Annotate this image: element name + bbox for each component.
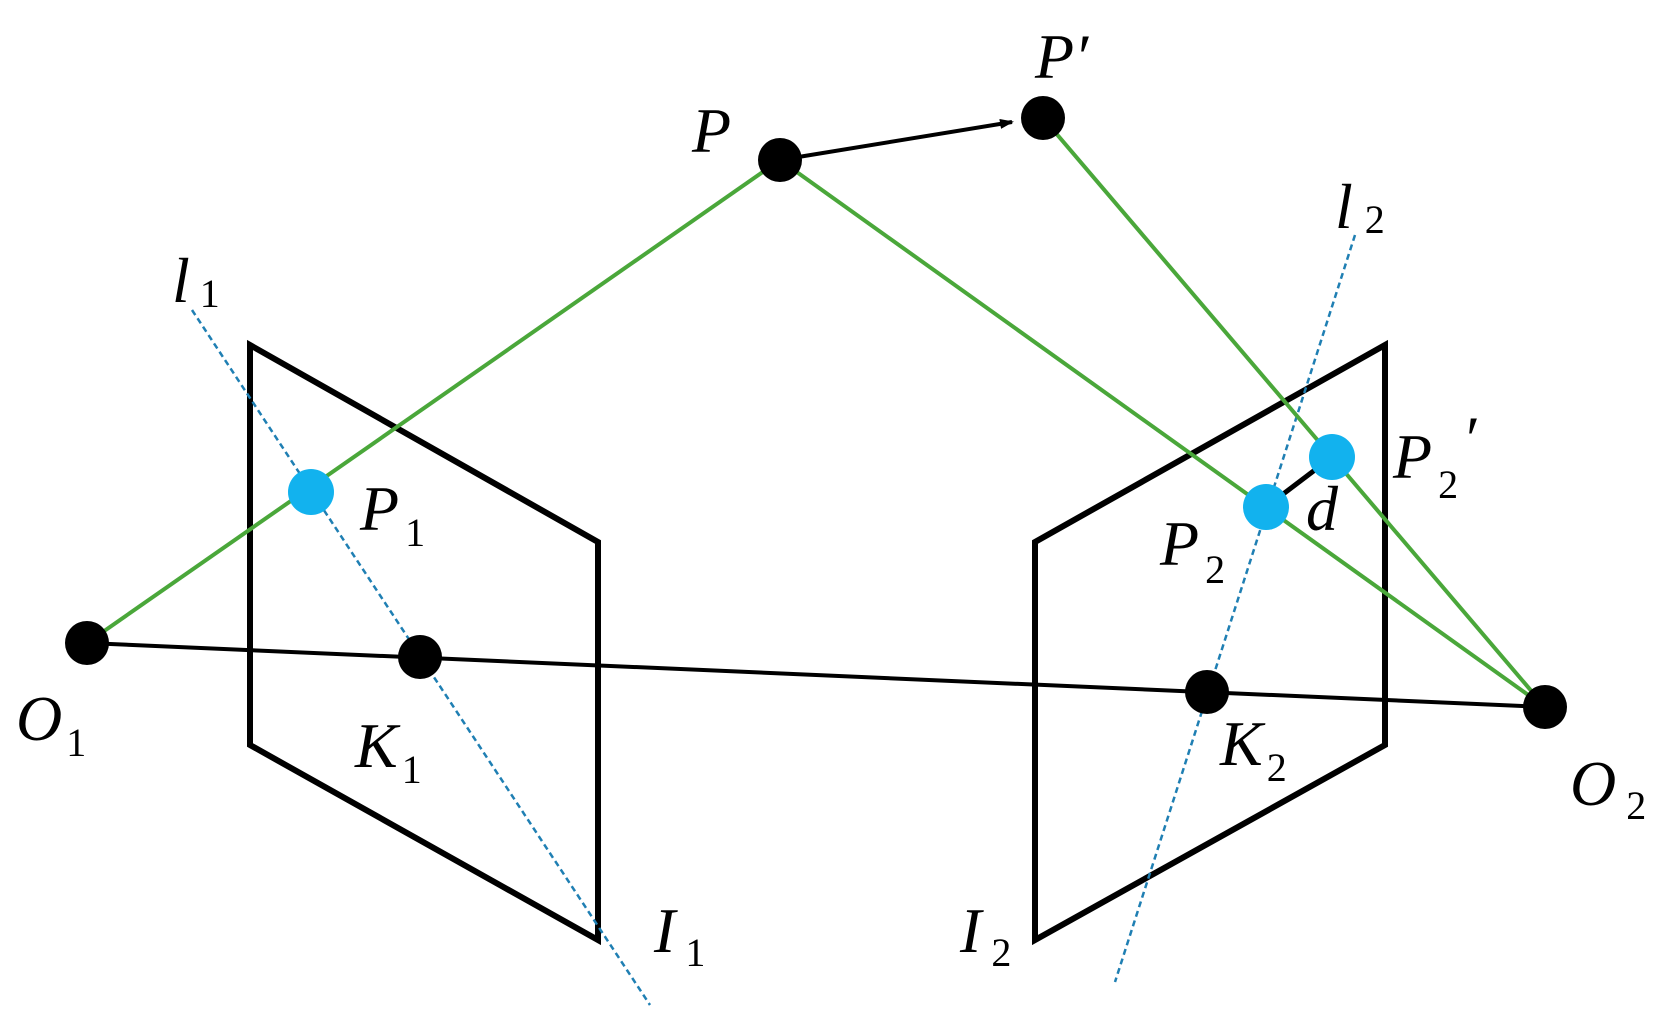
epipolar-line-1 xyxy=(190,309,652,1006)
label-P-prime: P′ xyxy=(1034,21,1089,92)
point-P-prime xyxy=(1021,96,1065,140)
motion-arrow xyxy=(779,119,1014,162)
ray-O1-P xyxy=(85,158,782,645)
label-d: d xyxy=(1306,473,1339,544)
point-P2-prime xyxy=(1309,434,1355,480)
point-K1 xyxy=(398,635,442,679)
ray-Pprime-O2 xyxy=(1041,116,1547,709)
point-P xyxy=(758,138,802,182)
point-P2 xyxy=(1243,484,1289,530)
point-P1 xyxy=(288,469,334,515)
image-plane-2 xyxy=(1032,339,1388,946)
ray-P-O2 xyxy=(778,158,1547,709)
label-P: P xyxy=(691,95,731,166)
point-K2 xyxy=(1185,670,1229,714)
point-O1 xyxy=(65,621,109,665)
epipolar-line-2 xyxy=(1113,234,1357,983)
point-O2 xyxy=(1523,685,1567,729)
baseline xyxy=(86,641,1546,709)
image-plane-1 xyxy=(247,339,601,946)
